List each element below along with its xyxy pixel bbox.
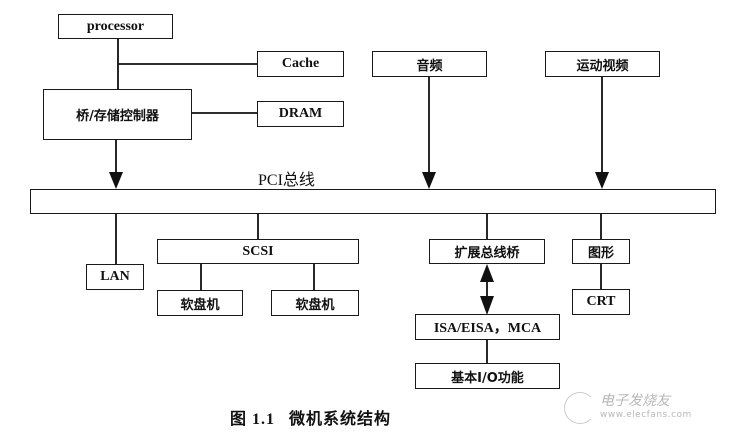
watermark-logo-icon [564, 392, 596, 424]
node-crt: CRT [572, 289, 630, 315]
watermark: 电子发烧友 www.elecfans.com [564, 390, 692, 424]
node-basic-io: 基本I/O功能 [415, 363, 560, 389]
figure-number: 图 1.1 [230, 411, 276, 428]
node-floppy-1: 软盘机 [157, 290, 243, 316]
node-dram: DRAM [257, 101, 344, 127]
pci-bus [30, 189, 716, 214]
figure-title: 微机系统结构 [289, 409, 392, 428]
node-audio: 音频 [372, 51, 487, 77]
node-isa-eisa-mca: ISA/EISA，MCA [415, 314, 560, 340]
node-expansion-bus-bridge: 扩展总线桥 [429, 239, 545, 264]
arrow-video-bus [595, 172, 609, 189]
arrow-down-isa [480, 296, 494, 315]
node-lan: LAN [86, 264, 144, 290]
node-motion-video: 运动视频 [545, 51, 660, 77]
watermark-url: www.elecfans.com [600, 410, 692, 420]
node-floppy-2: 软盘机 [271, 290, 359, 316]
node-graphics: 图形 [572, 239, 630, 264]
arrow-up-expbridge [480, 264, 494, 282]
node-bridge-memory-controller: 桥/存储控制器 [43, 89, 192, 140]
arrow-audio-bus [422, 172, 436, 189]
figure-caption: 图 1.1 微机系统结构 [230, 405, 391, 429]
node-processor: processor [58, 14, 173, 39]
pci-bus-label: PCI总线 [258, 172, 315, 189]
node-cache: Cache [257, 51, 344, 77]
watermark-title: 电子发烧友 [600, 393, 670, 409]
arrow-bridge-bus [109, 172, 123, 189]
node-scsi: SCSI [157, 239, 359, 264]
